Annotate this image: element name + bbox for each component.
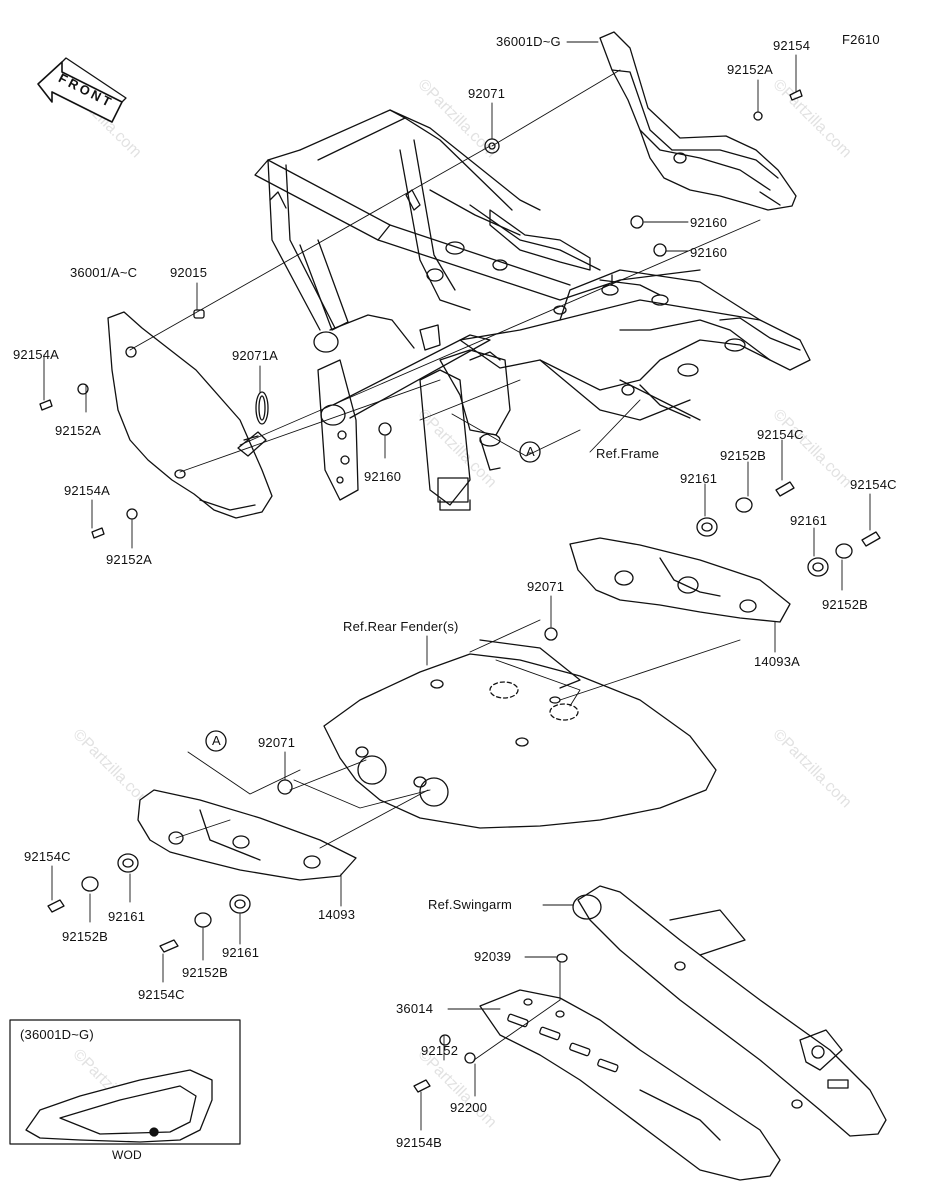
callout-92161-a[interactable]: 92161: [680, 471, 718, 486]
ref-a-label-upper: A: [526, 444, 535, 459]
callout-92154C-d[interactable]: 92154C: [138, 987, 185, 1002]
callout-92160-c[interactable]: 92160: [364, 469, 402, 484]
callout-ref-rear-fender[interactable]: Ref.Rear Fender(s): [343, 619, 459, 634]
ref-a-circle-upper: [519, 441, 541, 463]
callout-92161-b[interactable]: 92161: [790, 513, 828, 528]
swingarm-part: [572, 885, 887, 1137]
callout-92071A[interactable]: 92071A: [232, 348, 279, 363]
callout-92200[interactable]: 92200: [450, 1100, 488, 1115]
callout-92071-top[interactable]: 92071: [468, 86, 506, 101]
callout-92152A-top[interactable]: 92152A: [727, 62, 774, 77]
ref-a-label-lower: A: [212, 733, 221, 748]
callout-92154C-a[interactable]: 92154C: [757, 427, 804, 442]
left-side-cover-part: [107, 311, 273, 519]
left-bracket-14093-part: [137, 789, 357, 881]
callout-92152B-a[interactable]: 92152B: [720, 448, 767, 463]
callout-14093A[interactable]: 14093A: [754, 654, 801, 669]
callout-92161-c[interactable]: 92161: [108, 909, 146, 924]
callout-92152B-c[interactable]: 92152B: [62, 929, 109, 944]
callout-92152B-d[interactable]: 92152B: [182, 965, 229, 980]
callout-92154C-b[interactable]: 92154C: [850, 477, 897, 492]
inset-box: [9, 1019, 241, 1145]
callout-92154B[interactable]: 92154B: [396, 1135, 443, 1150]
callout-36001AC[interactable]: 36001/A~C: [70, 265, 138, 280]
callout-92154C-c[interactable]: 92154C: [24, 849, 71, 864]
inset-caption: WOD: [112, 1148, 142, 1162]
callout-ref-frame[interactable]: Ref.Frame: [596, 446, 660, 461]
callout-92154-top[interactable]: 92154: [773, 38, 811, 53]
rear-fender-part: [323, 639, 717, 829]
callout-36014[interactable]: 36014: [396, 1001, 434, 1016]
front-arrow-icon: [37, 57, 127, 123]
inset-title: (36001D~G): [20, 1027, 94, 1042]
chain-cover-36014-part: [479, 989, 781, 1181]
figure-code: F2610: [842, 32, 880, 47]
right-side-cover-part: [599, 31, 797, 211]
callout-92160-b[interactable]: 92160: [690, 245, 728, 260]
callout-92154A-b[interactable]: 92154A: [64, 483, 111, 498]
callout-92152A-b[interactable]: 92152A: [106, 552, 153, 567]
callout-92160-a[interactable]: 92160: [690, 215, 728, 230]
leader-lines: [43, 41, 871, 1131]
callout-14093[interactable]: 14093: [318, 907, 356, 922]
callout-92154A-a[interactable]: 92154A: [13, 347, 60, 362]
small-fasteners: [39, 89, 881, 1093]
callout-92152[interactable]: 92152: [421, 1043, 459, 1058]
frame-drawing: [254, 109, 811, 511]
right-bracket-14093A-part: [569, 537, 791, 623]
callout-ref-swingarm[interactable]: Ref.Swingarm: [428, 897, 513, 912]
callout-92015[interactable]: 92015: [170, 265, 208, 280]
callout-92161-d[interactable]: 92161: [222, 945, 260, 960]
callout-92071-low[interactable]: 92071: [258, 735, 296, 750]
callout-92071-mid[interactable]: 92071: [527, 579, 565, 594]
grommet-92071A-part: [255, 391, 269, 425]
callout-92152B-b[interactable]: 92152B: [822, 597, 869, 612]
callout-36001DG-top[interactable]: 36001D~G: [496, 34, 561, 49]
callout-92039[interactable]: 92039: [474, 949, 512, 964]
ref-a-circle-lower: [205, 730, 227, 752]
callout-92152A-a[interactable]: 92152A: [55, 423, 102, 438]
